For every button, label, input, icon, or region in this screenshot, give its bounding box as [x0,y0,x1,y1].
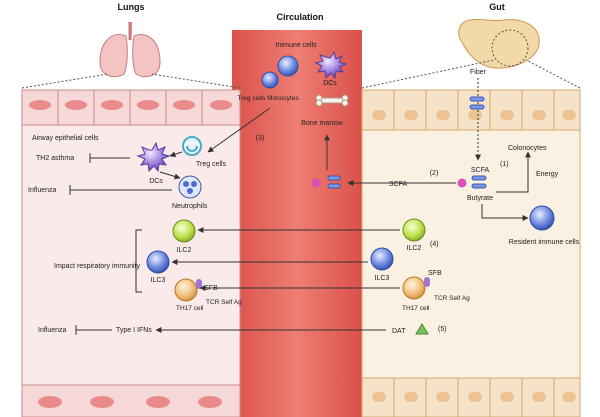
ilc2-gut [402,218,426,242]
lungs-heading: Lungs [118,2,145,12]
dendritic-cell-circulation [314,50,348,80]
ilc3-gut [370,247,394,271]
gut-heading: Gut [489,2,505,12]
colonocytes-label: Colonocytes [508,145,547,152]
bone-marrow-label: Bone marrow [301,120,344,127]
sfb-gut-label: SFB [428,270,442,277]
circulation-band [232,30,362,417]
impact-bracket [135,229,142,293]
treg-cell-circulation [277,55,299,77]
dat-triangle [415,323,429,335]
tcr-self-ag-lung-label: TCR Self Ag [206,299,242,306]
sfb-gut [424,277,430,287]
arrow-butyrate-resident [481,204,529,221]
ilc2-gut-label: ILC2 [407,245,422,252]
treg-cell-lung [182,136,202,156]
scfa-receptor-circulation [327,175,341,189]
butyrate-molecule [457,178,467,188]
neutrophils-label: Neutrophils [172,203,208,210]
pathway-3-label: (3) [256,135,265,142]
impact-respiratory-label: Impact respiratory immunity [54,263,140,270]
butyrate-label: Butyrate [467,195,493,202]
scfa-circulation-label: SCFA [389,181,408,188]
ilc2-lung [172,219,196,243]
arrow-treg-to-dc [169,151,183,158]
tcr-self-ag-gut-label: TCR Self Ag [434,295,470,302]
pathway-4-label: (4) [430,241,439,248]
type1-ifns-label: Type I IFNs [116,327,152,334]
fiber-label: Fiber [470,69,487,76]
lungs-organ-icon [21,22,241,89]
ilc3-gut-label: ILC3 [375,275,390,282]
lung-panel [21,89,241,417]
th2-asthma-label: TH2 asthma [36,155,74,162]
airway-epithelial-label: Airway epithelial cells [32,135,99,142]
ilc3-lung-label: ILC3 [151,277,166,284]
treg-monocytes-label: Treg cells Monocytes [237,95,299,102]
scfa-receptor-gut-top [469,96,485,110]
th17-gut-label: TH17 cell [402,305,430,312]
treg-cells-lung-label: Treg cells [196,161,227,168]
circulation-heading: Circulation [276,12,323,22]
arrow-circulation-to-lung [207,107,271,153]
gut-organ-icon [361,18,581,89]
ilc3-lung [146,250,170,274]
bone-icon [315,94,349,107]
arrow-dc-to-neutrophil [159,171,181,180]
neutrophil-lung [178,175,202,199]
scfa-gut-label: SCFA [471,167,490,174]
th17-cell-gut [402,276,426,300]
monocyte-circulation [261,71,279,89]
th17-cell-lung [174,278,198,302]
immune-cells-label: Immune cells [275,42,317,49]
dendritic-cell-lung [136,141,171,173]
scfa-receptor-gut [471,175,487,189]
influenza-2-label: Influenza [38,327,67,334]
influenza-1-label: Influenza [28,187,57,194]
dcs-lung-label: DCs [149,178,163,185]
pathway-1-label: (1) [500,161,509,168]
gut-panel [361,89,581,417]
dcs-circulation-label: DCs [323,80,337,87]
resident-immune-cell [529,205,555,231]
pathway-2-label: (2) [430,170,439,177]
arrow-butyrate-energy [496,151,531,193]
ilc2-lung-label: ILC2 [177,247,192,254]
resident-immune-label: Resident immune cells [509,239,580,246]
dat-label: DAT [392,328,406,335]
scfa-molecule-circulation [311,178,321,188]
pathway-5-label: (5) [438,326,447,333]
energy-label: Energy [536,171,559,178]
th17-lung-label: TH17 cell [176,305,204,312]
